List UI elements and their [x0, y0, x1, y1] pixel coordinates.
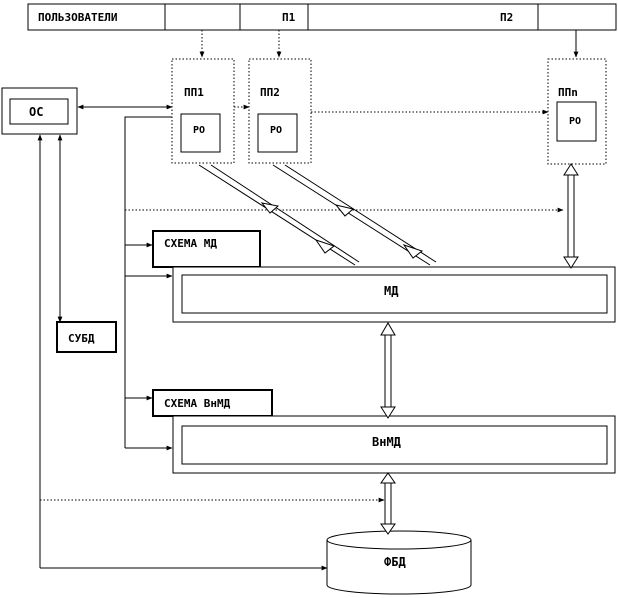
fbd-label: ФБД	[384, 555, 406, 569]
program-pp2-ro: РО	[270, 125, 282, 136]
md-box: МД	[172, 266, 616, 323]
users-bar-title: ПОЛЬЗОВАТЕЛИ	[38, 11, 117, 24]
vnmd-fbd-arrow	[380, 472, 396, 535]
vnmd-label: ВнМД	[372, 435, 401, 449]
subd-label: СУБД	[68, 332, 95, 345]
pp2-md-arrow	[272, 164, 437, 266]
data-flow-arrows	[198, 163, 579, 535]
program-pp2-label: ПП2	[260, 86, 280, 99]
schema-vnmd-label: СХЕМА ВнМД	[164, 397, 231, 410]
os-fbd-link	[37, 134, 385, 571]
user-p2-label: П2	[500, 11, 513, 24]
control-bus	[124, 116, 564, 451]
os-box: ОС	[1, 87, 78, 135]
pp1-md-arrow	[198, 164, 360, 266]
os-label: ОС	[29, 105, 43, 119]
schema-md-box: СХЕМА МД	[152, 230, 261, 268]
program-box-pp2: ПП2 РО	[248, 58, 312, 164]
subd-box: СУБД	[56, 321, 117, 353]
program-box-ppn: ППn РО	[547, 58, 607, 165]
program-box-pp1: ПП1 РО	[171, 58, 235, 164]
vnmd-box: ВнМД	[172, 415, 616, 474]
program-pp1-ro: РО	[193, 125, 205, 136]
md-label: МД	[384, 284, 398, 298]
program-pp1-label: ПП1	[184, 86, 204, 99]
ppn-md-arrow	[563, 163, 579, 269]
fbd-cylinder: ФБД	[326, 530, 472, 595]
os-program-connection	[77, 104, 549, 115]
user-p1-label: П1	[282, 11, 296, 24]
schema-md-label: СХЕМА МД	[164, 237, 217, 250]
schema-vnmd-box: СХЕМА ВнМД	[152, 389, 273, 417]
program-ppn-ro: РО	[569, 116, 581, 127]
users-bar: ПОЛЬЗОВАТЕЛИ П1 П2	[27, 3, 617, 31]
md-vnmd-arrow	[380, 322, 396, 419]
user-to-program-arrows	[199, 30, 579, 58]
program-ppn-label: ППn	[558, 86, 578, 99]
